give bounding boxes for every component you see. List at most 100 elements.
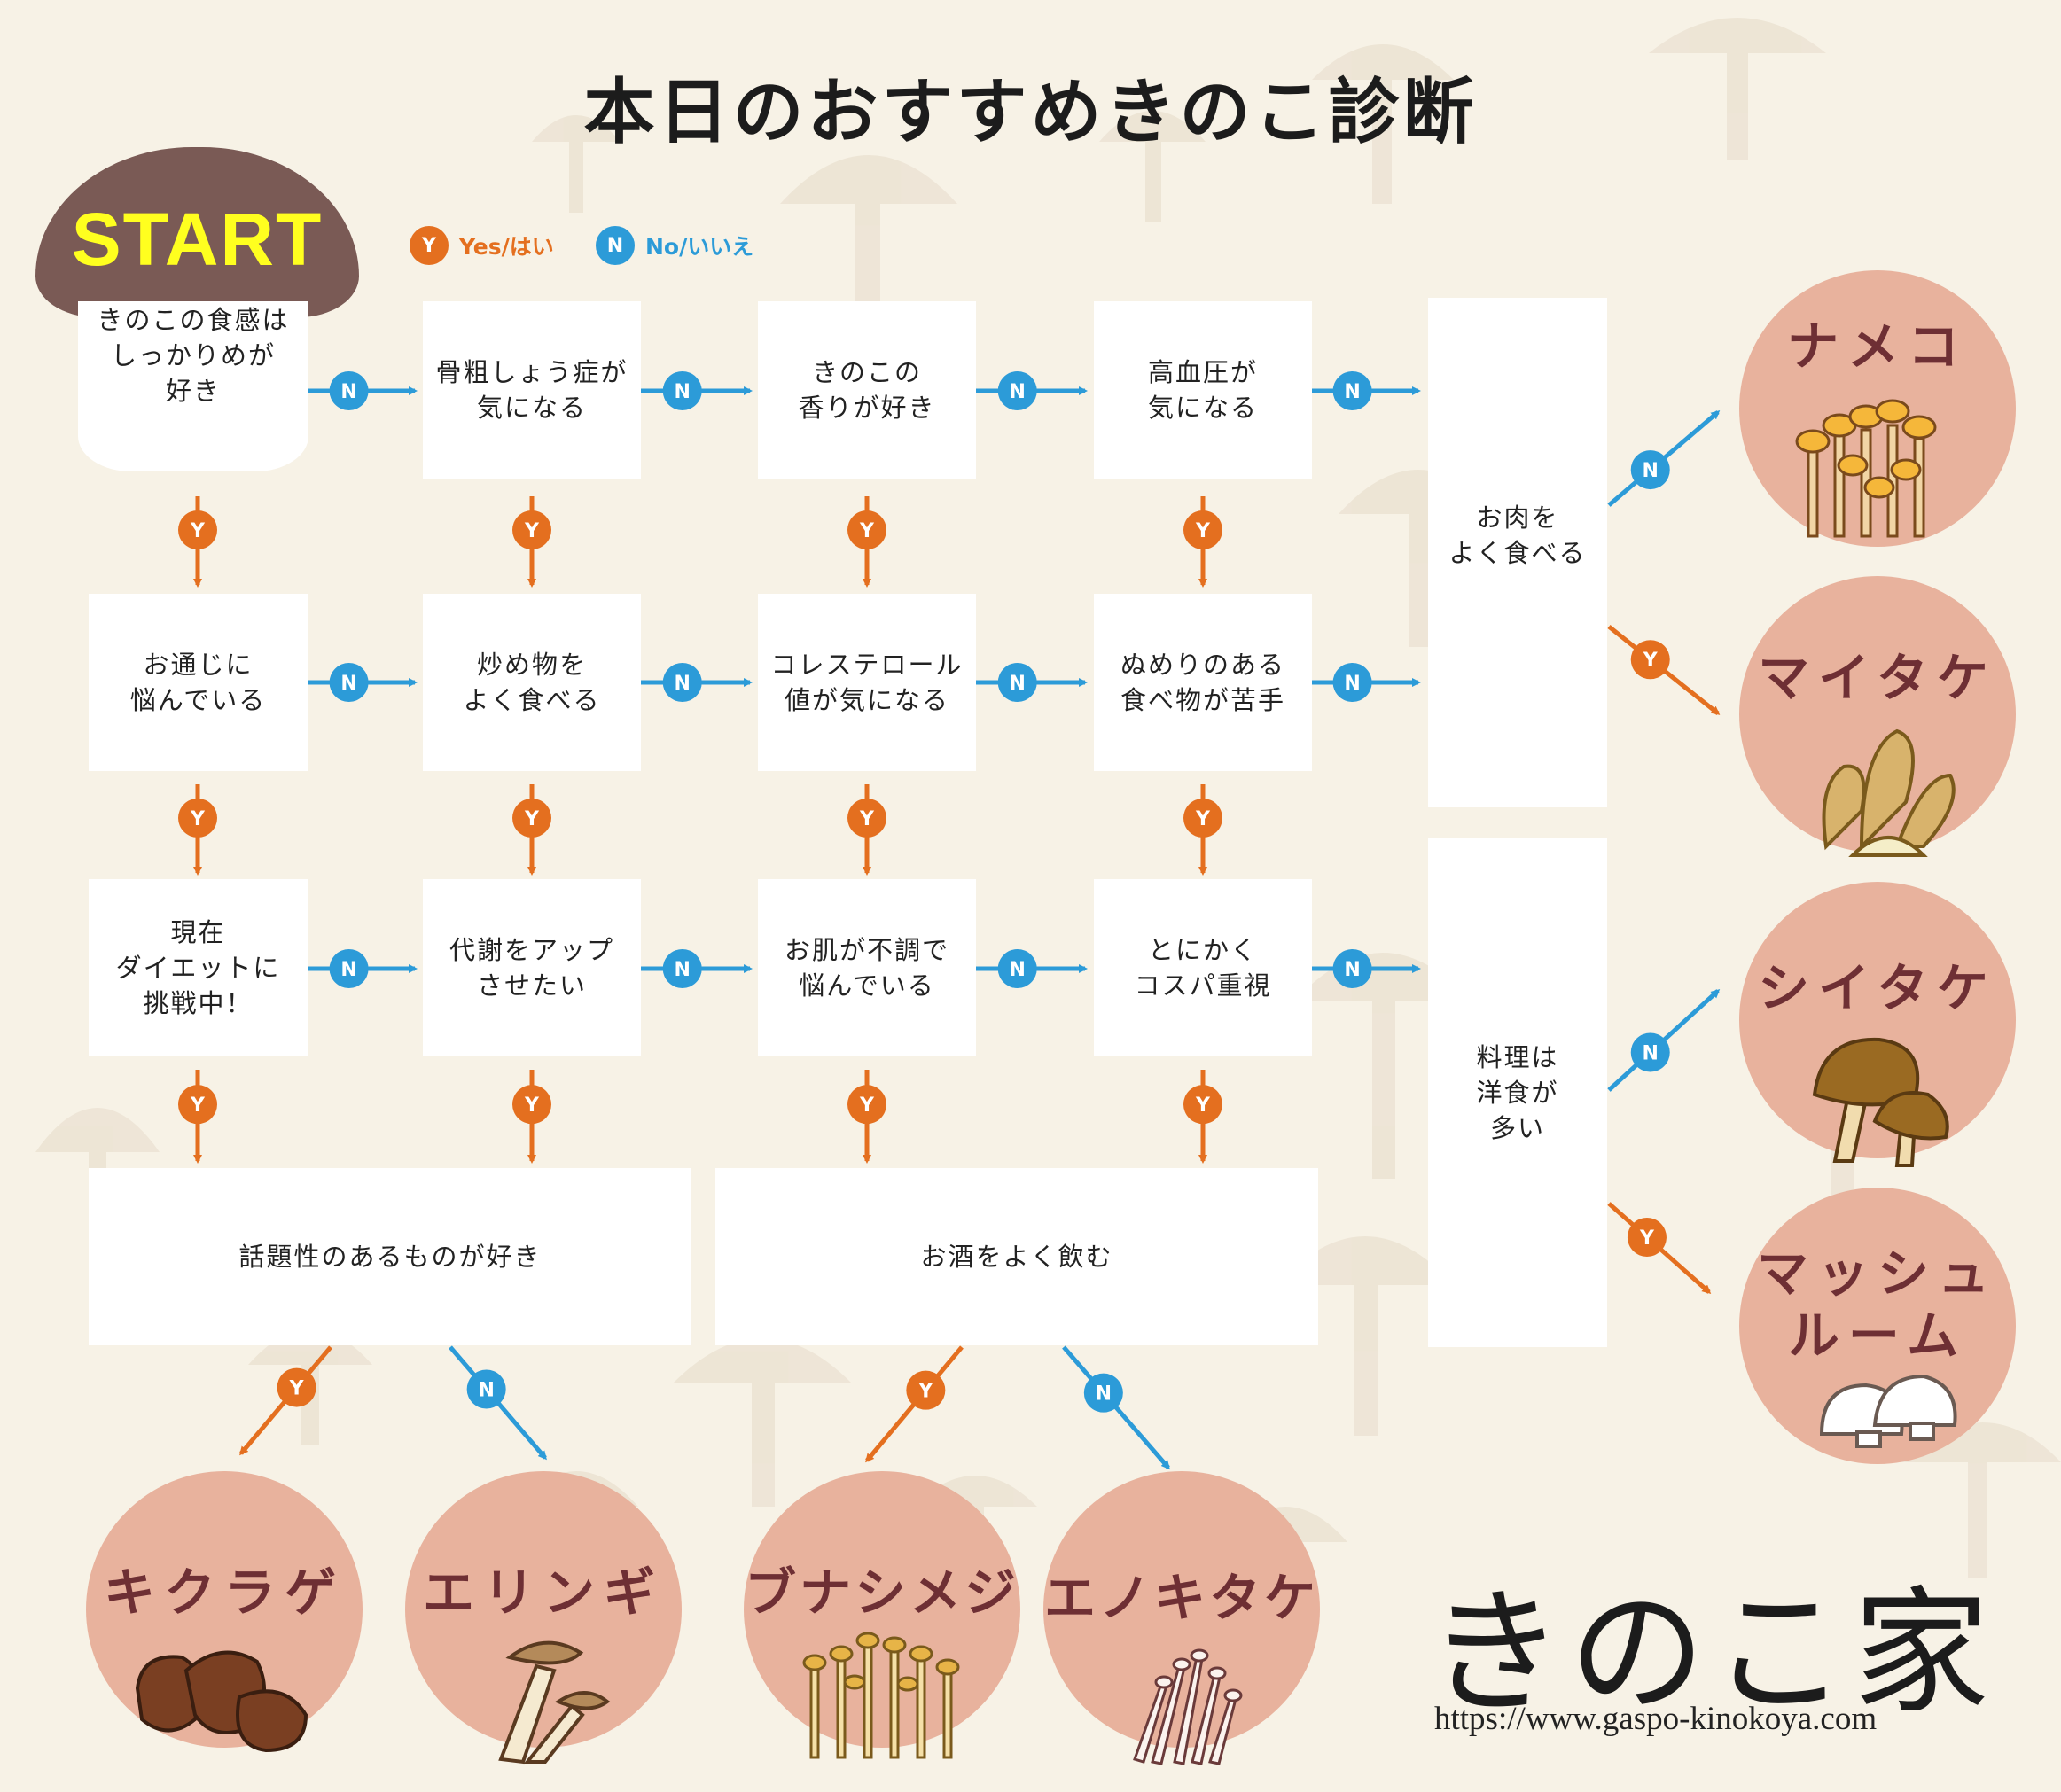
yes-marker [512, 799, 551, 838]
no-marker [329, 371, 369, 410]
result-enokitake: エノキタケ [1043, 1568, 1319, 1628]
question-box: 現在 ダイエットに 挑戦中！ [89, 879, 308, 1056]
no-marker [329, 949, 369, 988]
no-marker [1630, 450, 1670, 490]
no-marker-label: N [340, 381, 356, 403]
question-text: コレステロール 値が気になる [770, 650, 964, 715]
result-shiitake: シイタケ [1758, 958, 1997, 1018]
no-marker-label: N [1010, 959, 1026, 981]
result-circle-enokitake [1043, 1471, 1320, 1748]
maitake-icon [1822, 728, 1956, 857]
yes-marker-label: Y [190, 808, 206, 830]
question-box: 話題性のあるものが好き [89, 1168, 691, 1345]
yes-marker-label: Y [917, 1381, 933, 1403]
yes-marker [277, 1367, 316, 1407]
question-box: 骨粗しょう症が 気になる [423, 301, 641, 479]
eringi-icon [498, 1640, 611, 1765]
yes-marker-label: Y [524, 1095, 540, 1117]
question-box: とにかく コスパ重視 [1094, 879, 1312, 1056]
question-box: お肉を よく食べる [1428, 298, 1607, 807]
question-text: お通じに 悩んでいる [129, 650, 267, 715]
yes-marker-label: Y [859, 808, 875, 830]
yes-marker [178, 1085, 217, 1125]
result-kikurage: キクラゲ [103, 1562, 345, 1623]
yes-marker-label: Y [1195, 1095, 1211, 1117]
no-marker-label: N [1344, 673, 1360, 695]
shiitake-icon [1812, 1037, 1949, 1167]
question-box: コレステロール 値が気になる [758, 594, 976, 771]
question-box: 料理は 洋食が 多い [1428, 838, 1607, 1347]
yes-marker: Y [410, 226, 449, 265]
question-box: 炒め物を よく食べる [423, 594, 641, 771]
yes-marker [1183, 510, 1222, 549]
no-marker-label: N [1643, 1042, 1659, 1064]
yes-marker [847, 799, 886, 838]
yes-marker [512, 510, 551, 549]
kikurage-icon [135, 1650, 308, 1753]
question-box: きのこの食感は しっかりめが 好き [78, 301, 308, 471]
no-marker [329, 663, 369, 702]
no-marker-label: N [1096, 1383, 1112, 1406]
yes-marker-label: Y [859, 1095, 875, 1117]
no-legend-label: No/いいえ [645, 234, 754, 260]
question-box: お通じに 悩んでいる [89, 594, 308, 771]
page-title: 本日のおすすめきのこ診断 [583, 71, 1478, 153]
question-text: 骨粗しょう症が 気になる [435, 357, 628, 423]
yes-marker [512, 1085, 551, 1125]
yes-marker [906, 1370, 946, 1410]
yes-marker [1627, 1218, 1667, 1257]
no-marker [997, 663, 1037, 702]
yes-marker-label: Y [1195, 520, 1211, 542]
question-box: きのこの 香りが好き [758, 301, 976, 479]
question-box: 代謝をアップ させたい [423, 879, 641, 1056]
question-text: 料理は 洋食が 多い [1476, 1041, 1559, 1143]
yes-marker-label: Y [190, 520, 206, 542]
result-bunashimeji: ブナシメジ [744, 1562, 1019, 1623]
result-maitake: マイタケ [1758, 648, 1997, 708]
question-box: 高血圧が 気になる [1094, 301, 1312, 479]
result-eringi: エリンギ [422, 1562, 664, 1623]
no-marker-label: N [675, 959, 691, 981]
question-text: 高血圧が 気になる [1147, 357, 1258, 423]
yes-marker-label: Y [190, 1095, 206, 1117]
yes-marker-label: Y [524, 520, 540, 542]
yes-marker [1183, 799, 1222, 838]
site-url[interactable]: https://www.gaspo-kinokoya.com [1434, 1701, 1878, 1737]
yes-marker [1183, 1085, 1222, 1125]
no-marker [997, 371, 1037, 410]
no-marker [1332, 371, 1372, 410]
start-label: START [71, 198, 324, 281]
yes-marker-label: Y [524, 808, 540, 830]
no-marker-label: N [478, 1380, 494, 1402]
result-circle-bunashimeji [744, 1471, 1020, 1748]
no-marker [662, 371, 702, 410]
no-marker [662, 663, 702, 702]
yes-marker [178, 799, 217, 838]
no-marker [1332, 663, 1372, 702]
yes-marker [847, 510, 886, 549]
question-text: 現在 ダイエットに 挑戦中！ [115, 917, 281, 1018]
result-nameko: ナメコ [1786, 316, 1968, 377]
no-marker-label: N [675, 673, 691, 695]
legend-yes: Y Yes/はい [410, 226, 554, 265]
no-marker-label: N [1010, 381, 1026, 403]
yes-marker-label: Y [1639, 1227, 1655, 1250]
question-text: 代謝をアップ させたい [449, 935, 614, 1001]
no-marker-label: N [675, 381, 691, 403]
question-text: とにかく コスパ重視 [1134, 935, 1272, 1001]
no-marker [466, 1369, 506, 1409]
no-marker [1630, 1032, 1670, 1072]
yes-legend-label: Yes/はい [459, 234, 554, 260]
question-box: お酒をよく飲む [715, 1168, 1318, 1345]
yes-marker [1630, 640, 1670, 680]
question-text: お酒をよく飲む [920, 1242, 1113, 1272]
yes-marker-label: Y [289, 1378, 305, 1400]
question-text: 炒め物を よく食べる [463, 650, 601, 715]
enokitake-icon [1133, 1648, 1243, 1765]
nameko-icon [1795, 399, 1937, 538]
no-marker-label: N [1344, 959, 1360, 981]
no-marker [1332, 949, 1372, 988]
no-marker-label: N [340, 673, 356, 695]
